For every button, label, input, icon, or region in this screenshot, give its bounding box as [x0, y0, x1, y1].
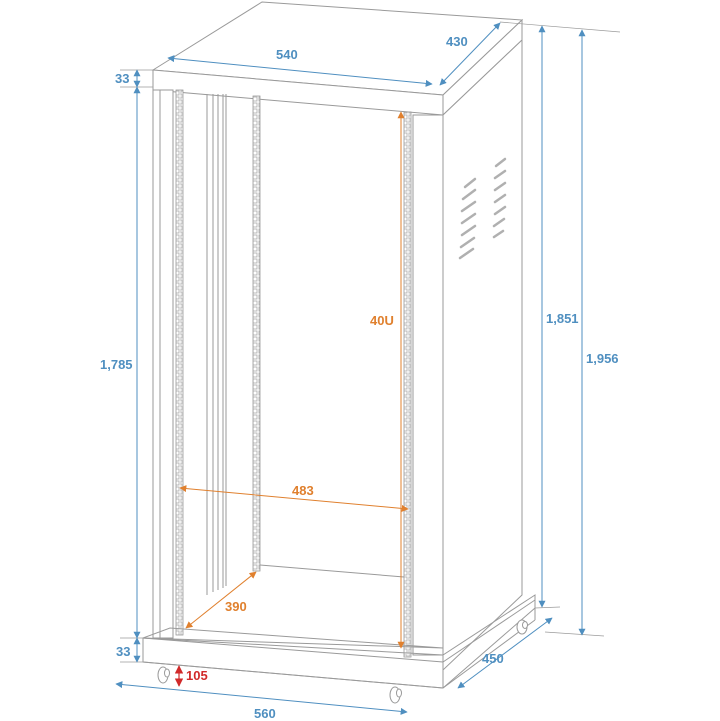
- dim-line-540: [167, 55, 433, 87]
- dim-line-390: [185, 571, 257, 629]
- label-total-height: 1,956: [586, 351, 619, 366]
- label-rail-depth: 390: [225, 599, 247, 614]
- label-base-height: 33: [116, 644, 131, 659]
- inner-floor-edge: [259, 564, 405, 578]
- dim-line-560: [115, 681, 408, 715]
- castor-rear-right: [516, 619, 528, 635]
- label-top-depth: 430: [446, 34, 468, 49]
- vent-slots: [458, 157, 507, 260]
- castor-front-right: [389, 686, 402, 704]
- dim-line-430: [439, 22, 501, 86]
- label-top-panel-height: 33: [115, 71, 130, 86]
- label-rack-units: 40U: [370, 313, 394, 328]
- label-castor-height: 105: [186, 668, 208, 683]
- castor-front-left: [157, 666, 170, 684]
- dim-line-450: [457, 617, 553, 689]
- rear-posts: [206, 94, 227, 595]
- label-rail-width: 483: [292, 483, 314, 498]
- front-left-rail: [175, 89, 184, 636]
- right-side-panel: [442, 38, 523, 672]
- label-base-width: 560: [254, 706, 276, 721]
- rear-left-rail: [252, 95, 261, 572]
- label-top-width: 540: [276, 47, 298, 62]
- label-inner-height: 1,785: [100, 357, 133, 372]
- dim-line-483: [179, 485, 409, 512]
- label-base-depth: 450: [482, 651, 504, 666]
- front-left-post: [152, 89, 174, 639]
- front-right-rail: [403, 111, 412, 658]
- label-body-height: 1,851: [546, 311, 579, 326]
- front-right-post: [412, 114, 444, 656]
